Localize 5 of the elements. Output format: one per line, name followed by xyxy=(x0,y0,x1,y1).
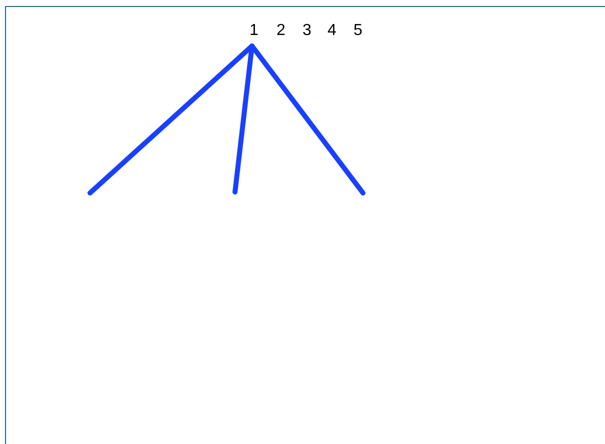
number-label: 1 xyxy=(250,22,258,40)
number-label: 4 xyxy=(328,22,336,40)
number-label: 3 xyxy=(302,22,312,40)
number-label: 5 xyxy=(354,22,362,40)
number-label: 2 xyxy=(276,22,286,40)
